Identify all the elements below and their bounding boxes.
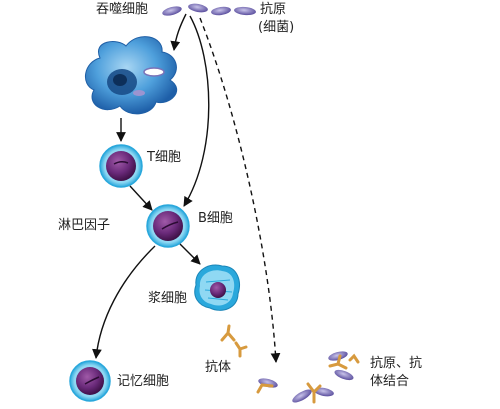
- arrow-bcell-to-memory: [92, 245, 156, 359]
- b-cell: [146, 204, 190, 248]
- bacteria-group-top: [162, 3, 256, 16]
- phagocyte-cell: [85, 36, 178, 115]
- label-antigen-bacteria: (细菌): [258, 20, 295, 35]
- label-b-cell: B细胞: [198, 211, 233, 226]
- label-phagocyte: 吞噬细胞: [96, 2, 149, 17]
- bacterium: [188, 3, 208, 13]
- label-complex-line2: 体结合: [370, 374, 410, 389]
- arrow-antigen-dashed: [199, 17, 281, 363]
- arrow-tcell-to-bcell: [129, 185, 153, 211]
- t-cell: [99, 144, 143, 188]
- antibody-group: [220, 324, 248, 358]
- antibody-icon: [234, 341, 248, 358]
- bacterium: [211, 6, 231, 16]
- label-memory-cell: 记忆细胞: [117, 374, 170, 389]
- arrow-antigen-to-phagocyte: [170, 13, 187, 51]
- label-plasma-cell: 浆细胞: [148, 291, 188, 306]
- label-complex: 抗原、抗: [370, 356, 423, 371]
- antibody-icon: [220, 324, 236, 342]
- memory-cell: [69, 360, 111, 402]
- label-antigen: 抗原: [260, 2, 287, 17]
- plasma-cell: [194, 264, 240, 311]
- arrows: [92, 13, 281, 363]
- label-antibody: 抗体: [205, 360, 232, 375]
- engulfed-bacterium: [143, 67, 165, 77]
- bacterium: [162, 6, 182, 16]
- arrow-antigen-to-bcell: [183, 15, 210, 207]
- arrow-bcell-to-plasma: [179, 243, 201, 265]
- label-lymphokine: 淋巴因子: [58, 218, 111, 233]
- bacterium: [234, 6, 256, 16]
- complex-group: [256, 351, 360, 404]
- label-t-cell: T细胞: [147, 150, 181, 165]
